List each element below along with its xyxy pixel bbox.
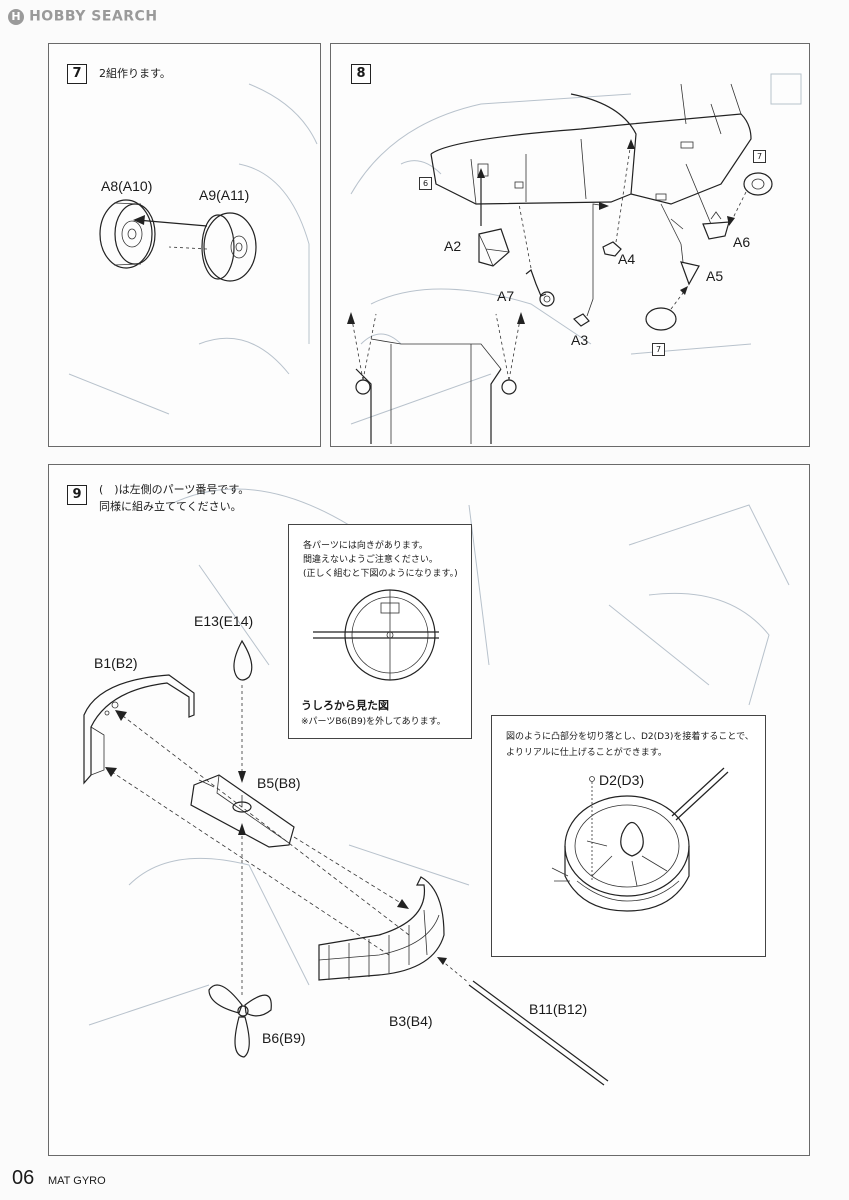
- note-line-3: (正しく組むと下図のようになります。): [303, 569, 458, 579]
- step-9-number: 9: [67, 485, 87, 505]
- step-9-diagram: [83, 488, 790, 1086]
- step-8-number: 8: [351, 64, 371, 84]
- part-label-a2: A2: [444, 238, 462, 254]
- step-7-diagram: [68, 83, 318, 415]
- part-label-a4: A4: [618, 251, 636, 267]
- ref-step-6: 6: [419, 177, 432, 190]
- step-9-instruction-1: ( )は左側のパーツ番号です。: [99, 483, 250, 496]
- part-label-b5: B5(B8): [257, 775, 301, 791]
- note-line-1: 各パーツには向きがあります。: [303, 541, 428, 551]
- part-label-e13: E13(E14): [194, 613, 254, 629]
- page-number: 06: [12, 1167, 35, 1189]
- part-label-b1: B1(B2): [94, 655, 138, 671]
- orientation-note-box: 各パーツには向きがあります。 間違えないようご注意ください。 (正しく組むと下図…: [288, 524, 472, 739]
- step-7-number: 7: [67, 64, 87, 84]
- part-label-a8: A8(A10): [101, 178, 153, 194]
- step-9-panel: 9 ( )は左側のパーツ番号です。 同様に組み立ててください。 E13(E14)…: [48, 464, 810, 1156]
- logo-mark-icon: H: [8, 8, 24, 25]
- part-label-a3: A3: [571, 332, 589, 348]
- rear-view-caption: うしろから見た図: [301, 699, 389, 712]
- part-label-b3: B3(B4): [389, 1013, 433, 1029]
- note-line-2: 間違えないようご注意ください。: [303, 555, 438, 565]
- rear-view-diagram: [313, 589, 439, 681]
- step-9-instruction-2: 同様に組み立ててください。: [99, 500, 242, 513]
- part-label-a6: A6: [733, 234, 751, 250]
- step-8-diagram: [347, 73, 802, 444]
- part-label-d2: D2(D3): [599, 772, 645, 788]
- part-label-b6: B6(B9): [262, 1030, 306, 1046]
- detail-line-2: よりリアルに仕上げることができます。: [506, 748, 667, 758]
- logo-text: HOBBY SEARCH: [29, 8, 158, 25]
- hobby-search-logo[interactable]: H HOBBY SEARCH: [8, 6, 158, 25]
- part-label-b11: B11(B12): [529, 1001, 588, 1017]
- ref-step-7-bottom: 7: [652, 343, 665, 356]
- ducted-fan-diagram: [551, 767, 729, 912]
- part-label-a7: A7: [497, 288, 515, 304]
- rear-view-subcaption: ※パーツB6(B9)を外してあります。: [301, 717, 446, 727]
- detail-tip-box: 図のように凸部分を切り落とし、D2(D3)を接着することで、 よりリアルに仕上げ…: [491, 715, 766, 957]
- step-7-panel: 7 2組作ります。 A8(A10) A9(A11): [48, 43, 321, 447]
- part-label-a9: A9(A11): [199, 187, 250, 203]
- part-label-a5: A5: [706, 268, 724, 284]
- step-8-panel: 8 6 7 7 A2 A4 A6 A5 A7 A3: [330, 43, 810, 447]
- detail-line-1: 図のように凸部分を切り落とし、D2(D3)を接着することで、: [506, 732, 754, 742]
- ref-step-7-top: 7: [753, 150, 766, 163]
- step-7-instruction: 2組作ります。: [99, 67, 171, 80]
- product-name: MAT GYRO: [48, 1175, 106, 1187]
